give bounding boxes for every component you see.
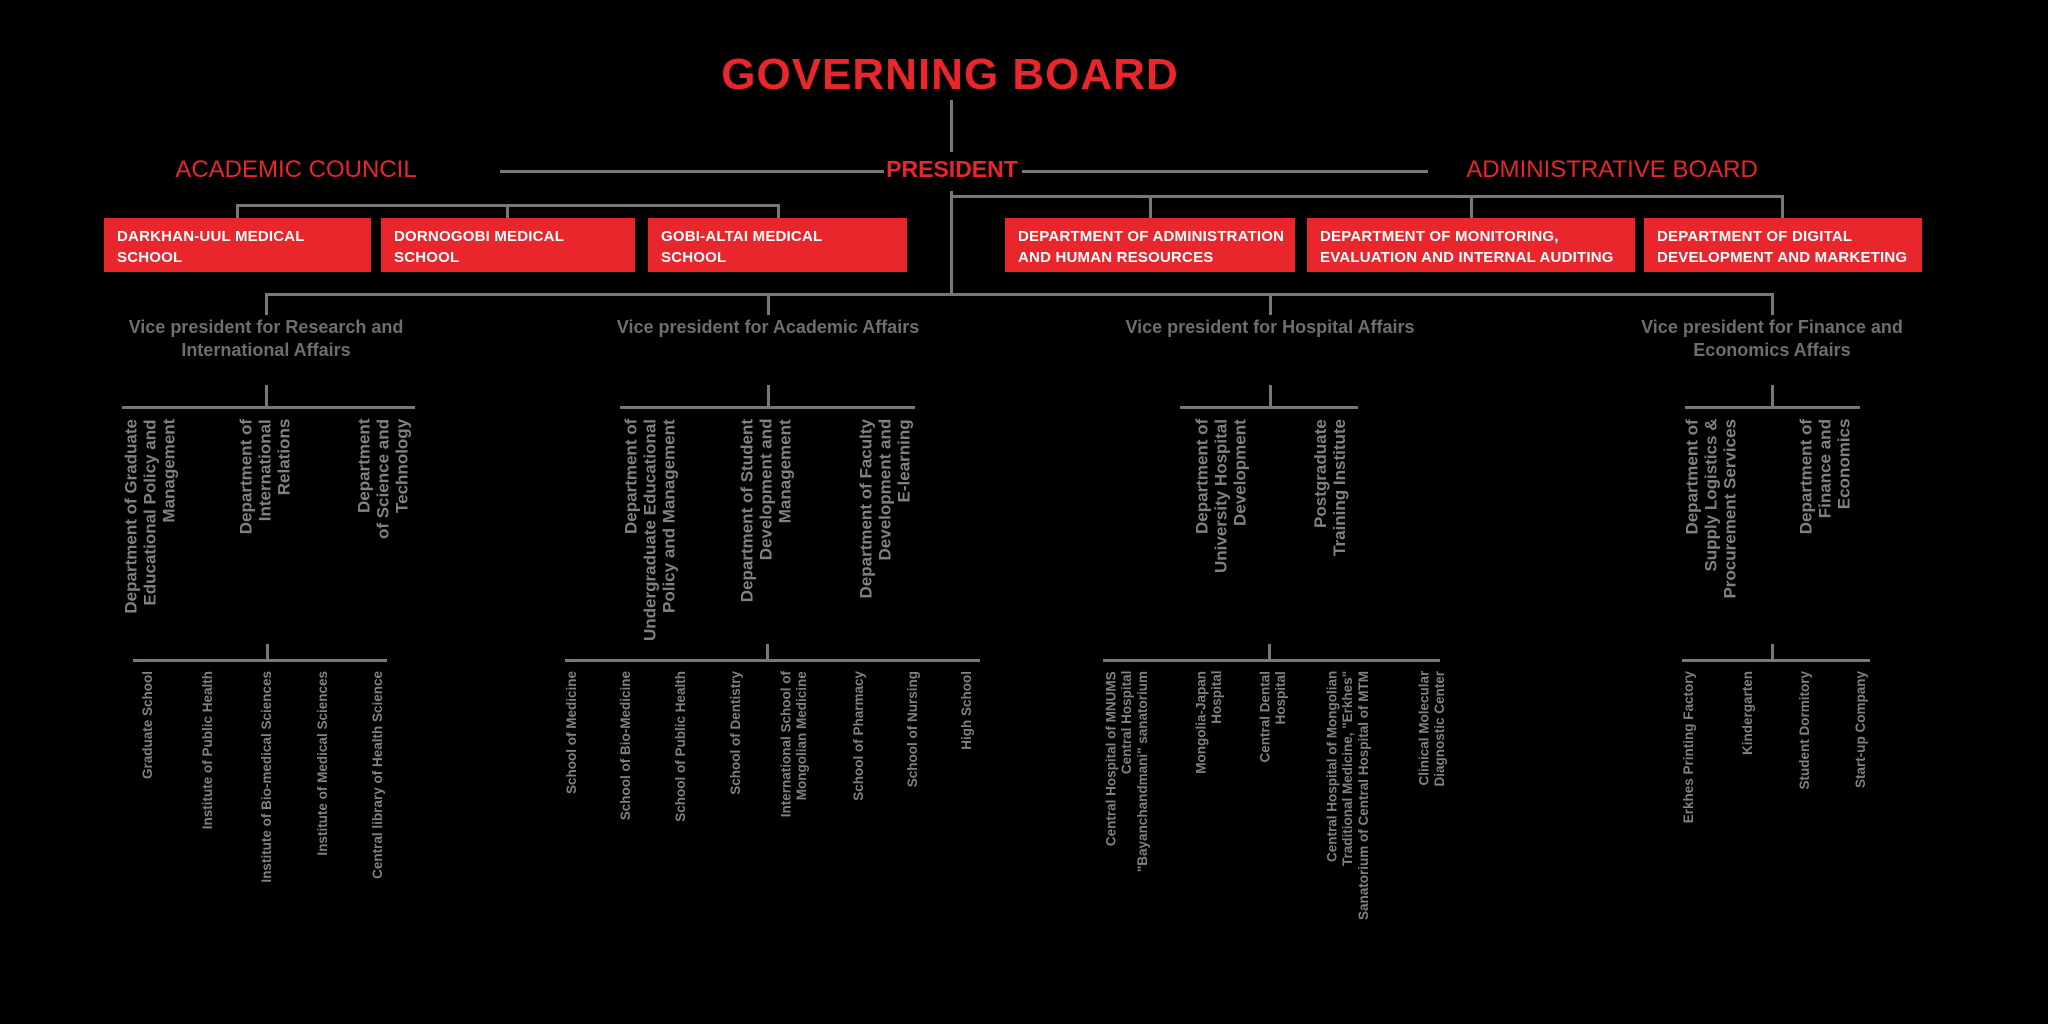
unit-label: Institute of Bio-medical Sciences	[259, 671, 275, 883]
unit-label: Central library of Health Science	[370, 671, 386, 879]
connector-line	[766, 644, 769, 659]
unit-label: Kindergarten	[1740, 671, 1756, 756]
connector-line	[265, 385, 268, 406]
dept-label: Department of Undergraduate Educational …	[621, 419, 679, 641]
connector-line	[265, 293, 268, 315]
connector-president-adminboard	[1022, 170, 1428, 173]
dept-label: Department of Faculty Development and E-…	[856, 419, 914, 599]
connector-line	[1771, 293, 1774, 315]
connector-council-president	[500, 170, 884, 173]
connector-board-president	[950, 100, 953, 152]
admin-box-monitoring-audit: DEPARTMENT OF MONITORING, EVALUATION AND…	[1307, 218, 1635, 272]
unit-label: Institute of Medical Sciences	[315, 671, 331, 856]
dept-label: Department of Finance and Economics	[1796, 419, 1854, 535]
admin-box-digital-marketing: DEPARTMENT OF DIGITAL DEVELOPMENT AND MA…	[1644, 218, 1922, 272]
connector-line	[122, 406, 415, 409]
connector-admin-branch	[950, 195, 1784, 198]
connector-line	[1180, 406, 1358, 409]
president-label: PRESIDENT	[886, 156, 1018, 182]
connector-line	[1149, 195, 1152, 218]
connector-line	[565, 659, 980, 662]
unit-label: Mongolia-Japan Hospital	[1193, 671, 1224, 774]
connector-line	[266, 644, 269, 659]
connector-line	[1470, 195, 1473, 218]
academic-council-label: ACADEMIC COUNCIL	[175, 156, 417, 183]
unit-label: Central Hospital of MNUMS Central Hospit…	[1103, 671, 1150, 873]
dept-label: Department of Graduate Educational Polic…	[121, 419, 179, 614]
connector-line	[1268, 644, 1271, 659]
unit-label: School of Pharmacy	[851, 671, 867, 801]
connector-line	[506, 204, 509, 218]
connector-line	[1771, 385, 1774, 406]
vp-academic-label: Vice president for Academic Affairs	[616, 317, 920, 337]
unit-label: International School of Mongolian Medici…	[778, 671, 809, 818]
dept-label: Postgraduate Training Institute	[1310, 419, 1349, 556]
connector-line	[620, 406, 915, 409]
governing-board-title: GOVERNING BOARD	[721, 50, 1179, 99]
unit-label: Central Hospital of Mongolian Traditiona…	[1324, 671, 1371, 921]
school-box-gobi-altai: GOBI-ALTAI MEDICAL SCHOOL	[648, 218, 907, 272]
connector-vp-distribution	[265, 293, 1774, 296]
unit-label: High School	[959, 671, 975, 750]
connector-president-down	[950, 191, 953, 294]
unit-label: School of Public Health	[673, 671, 689, 822]
connector-line	[236, 204, 239, 218]
unit-label: Start-up Company	[1853, 671, 1869, 789]
vp-research-international-label: Vice president for Research and Internat…	[128, 317, 404, 360]
unit-label: Central Dental Hospital	[1257, 671, 1288, 763]
connector-line	[133, 659, 387, 662]
connector-line	[767, 385, 770, 406]
dept-label: Department of University Hospital Develo…	[1192, 419, 1250, 573]
school-box-dornogobi: DORNOGOBI MEDICAL SCHOOL	[381, 218, 635, 272]
unit-label: Graduate School	[140, 671, 156, 780]
unit-label: School of Nursing	[905, 671, 921, 788]
unit-label: Institute of Public Health	[200, 671, 216, 830]
unit-label: School of Bio-Medicine	[618, 671, 634, 821]
connector-line	[767, 293, 770, 315]
connector-line	[1269, 293, 1272, 315]
dept-label: Department of Student Development and Ma…	[737, 419, 795, 603]
connector-line	[1269, 385, 1272, 406]
connector-line	[1682, 659, 1870, 662]
unit-label: Student Dormitory	[1797, 671, 1813, 790]
vp-finance-label: Vice president for Finance and Economics…	[1641, 317, 1903, 360]
unit-label: School of Medicine	[564, 671, 580, 795]
connector-line	[777, 204, 780, 218]
connector-line	[1103, 659, 1440, 662]
admin-box-administration-hr: DEPARTMENT OF ADMINISTRATION AND HUMAN R…	[1005, 218, 1295, 272]
dept-label: Department of Science and Technology	[354, 419, 412, 539]
unit-label: School of Dentistry	[728, 671, 744, 795]
dept-label: Department of International Relations	[236, 419, 294, 535]
dept-label: Department of Supply Logistics & Procure…	[1682, 419, 1740, 599]
vp-hospital-label: Vice president for Hospital Affairs	[1125, 317, 1415, 337]
connector-line	[1781, 195, 1784, 218]
unit-label: Clinical Molecular Diagnostic Center	[1416, 671, 1447, 787]
unit-label: Erkhes Printing Factory	[1681, 671, 1697, 824]
school-box-darkhan-uul: DARKHAN-UUL MEDICAL SCHOOL	[104, 218, 371, 272]
administrative-board-label: ADMINISTRATIVE BOARD	[1466, 156, 1758, 183]
connector-line	[1771, 644, 1774, 659]
connector-line	[1685, 406, 1860, 409]
